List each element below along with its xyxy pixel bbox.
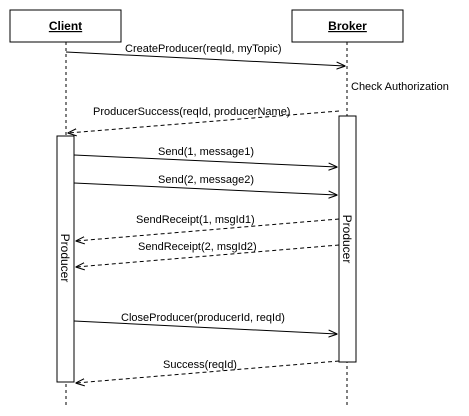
broker-activation-label: Producer <box>340 215 354 264</box>
broker-participant-label: Broker <box>328 19 367 33</box>
message-success: Success(reqId) <box>76 359 340 383</box>
message-label: Send(1, message1) <box>158 146 254 158</box>
message-send-receipt-2: SendReceipt(2, msgId2) <box>76 241 340 267</box>
client-activation-label: Producer <box>58 234 72 283</box>
message-create-producer: CreateProducer(reqId, myTopic) <box>65 43 345 66</box>
message-close-producer: CloseProducer(producerId, reqId) <box>73 312 337 334</box>
message-label: CloseProducer(producerId, reqId) <box>121 312 285 324</box>
message-send-1: Send(1, message1) <box>73 146 337 167</box>
message-producer-success: ProducerSuccess(reqId, producerName) <box>68 106 340 133</box>
message-label: Send(2, message2) <box>158 174 254 186</box>
message-label: SendReceipt(2, msgId2) <box>138 241 257 253</box>
client-participant-label: Client <box>49 19 82 33</box>
message-label: ProducerSuccess(reqId, producerName) <box>93 106 290 118</box>
message-send-receipt-1: SendReceipt(1, msgId1) <box>76 214 340 241</box>
message-label: SendReceipt(1, msgId1) <box>136 214 255 226</box>
message-send-2: Send(2, message2) <box>73 174 337 195</box>
broker-activation: Producer <box>338 115 357 363</box>
message-label: Success(reqId) <box>163 359 237 371</box>
message-label: CreateProducer(reqId, myTopic) <box>125 43 282 55</box>
client-activation: Producer <box>56 135 75 383</box>
broker-participant: Broker <box>291 9 404 43</box>
client-participant: Client <box>9 9 122 43</box>
check-authorization-note: Check Authorization <box>351 81 449 93</box>
